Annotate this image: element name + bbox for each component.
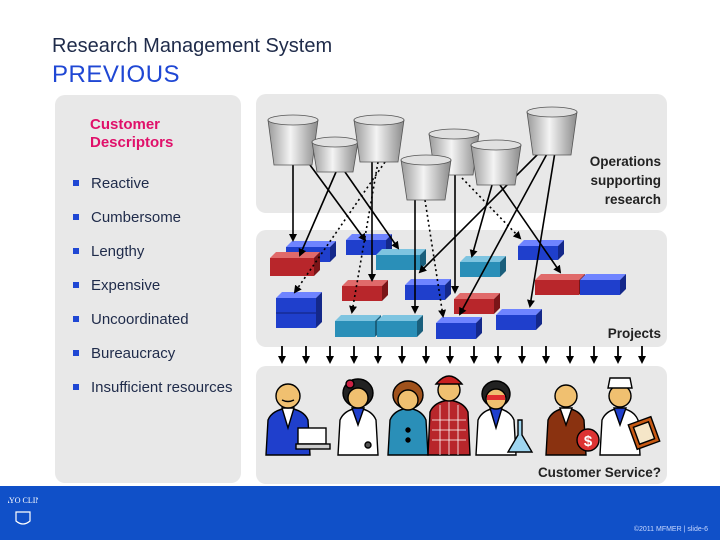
descriptor-label: Insufficient resources — [91, 379, 233, 396]
research-flow-diagram: $ — [265, 106, 661, 456]
nurse-icon — [599, 377, 661, 456]
project-box — [335, 315, 381, 337]
flow-arrow — [418, 151, 541, 274]
worker-icon — [427, 375, 471, 456]
footer-bar: MAYO CLINIC ©2011 MFMER | slide-6 — [0, 486, 720, 540]
flow-arrow — [309, 164, 367, 242]
operations-bucket-icon — [470, 139, 522, 186]
doctor-icon — [337, 378, 379, 456]
descriptor-item: Cumbersome — [73, 209, 239, 226]
projects-label: Projects — [607, 326, 661, 341]
mayo-shield-icon: MAYO CLINIC — [0, 496, 49, 525]
mayo-clinic-logo: MAYO CLINIC — [0, 494, 49, 530]
operations-label: Operations supporting research — [589, 154, 661, 207]
operations-bucket-icon — [311, 136, 359, 173]
flow-arrow — [349, 161, 379, 314]
bullet-icon — [73, 350, 79, 356]
bullet-icon — [73, 180, 79, 186]
operations-bucket-icon — [353, 114, 405, 163]
customer-service-label: Customer Service? — [537, 465, 661, 480]
bullet-icon — [73, 316, 79, 322]
descriptor-item: Insufficient resources — [73, 379, 239, 396]
project-box — [436, 317, 482, 339]
flow-arrow — [499, 184, 562, 274]
operations-bucket-icon — [400, 154, 452, 201]
operations-bucket-icon — [526, 106, 578, 156]
customer-arrows — [278, 346, 646, 364]
project-box — [535, 274, 585, 295]
project-box — [376, 249, 426, 270]
slide-title: Research Management System — [52, 35, 333, 57]
descriptor-item: Lengthy — [73, 243, 239, 260]
customer-figures: $ — [265, 375, 661, 456]
svg-text:MAYO CLINIC: MAYO CLINIC — [8, 496, 38, 505]
flow-arrow — [527, 151, 556, 308]
project-box — [496, 309, 542, 330]
operations-arrows — [289, 151, 562, 318]
project-box — [346, 234, 392, 255]
bullet-icon — [73, 214, 79, 220]
operations-bucket-icon — [267, 114, 319, 166]
flow-arrow — [461, 177, 522, 240]
descriptor-label: Lengthy — [91, 243, 145, 260]
project-box — [405, 279, 451, 300]
customer-descriptors-panel: Customer Descriptors Reactive Cumbersome… — [55, 95, 241, 483]
banker-icon: $ — [545, 384, 600, 456]
customer-descriptors-heading: Customer Descriptors — [90, 116, 174, 151]
flow-arrow — [459, 151, 549, 316]
flow-arrow — [293, 161, 386, 294]
project-box — [377, 315, 423, 337]
descriptor-item: Bureaucracy — [73, 345, 239, 362]
descriptor-label: Cumbersome — [91, 209, 182, 226]
descriptor-item: Reactive — [73, 175, 239, 192]
descriptor-item: Expensive — [73, 277, 239, 294]
descriptor-label: Bureaucracy — [91, 345, 176, 362]
project-box — [580, 274, 626, 295]
slide-subtitle: PREVIOUS — [52, 61, 181, 88]
scientist-icon — [475, 380, 534, 456]
project-boxes — [270, 234, 626, 339]
dollar-icon: $ — [584, 433, 593, 450]
operations-buckets — [267, 106, 578, 201]
bullet-icon — [73, 248, 79, 254]
descriptor-label: Expensive — [91, 277, 161, 294]
businessman-icon — [265, 383, 331, 456]
project-box — [270, 252, 320, 276]
flow-arrow — [469, 184, 493, 258]
copyright-text: ©2011 MFMER | slide-6 — [633, 526, 708, 533]
flow-arrow — [298, 171, 337, 257]
project-box — [276, 292, 322, 328]
woman-icon — [387, 380, 429, 456]
bullet-icon — [73, 384, 79, 390]
descriptor-item: Uncoordinated — [73, 311, 239, 328]
project-box — [342, 280, 388, 301]
bullet-icon — [73, 282, 79, 288]
descriptor-list: Reactive Cumbersome Lengthy Expensive Un… — [73, 175, 239, 413]
descriptor-label: Uncoordinated — [91, 311, 189, 328]
project-box — [460, 256, 506, 277]
descriptor-label: Reactive — [91, 175, 150, 192]
